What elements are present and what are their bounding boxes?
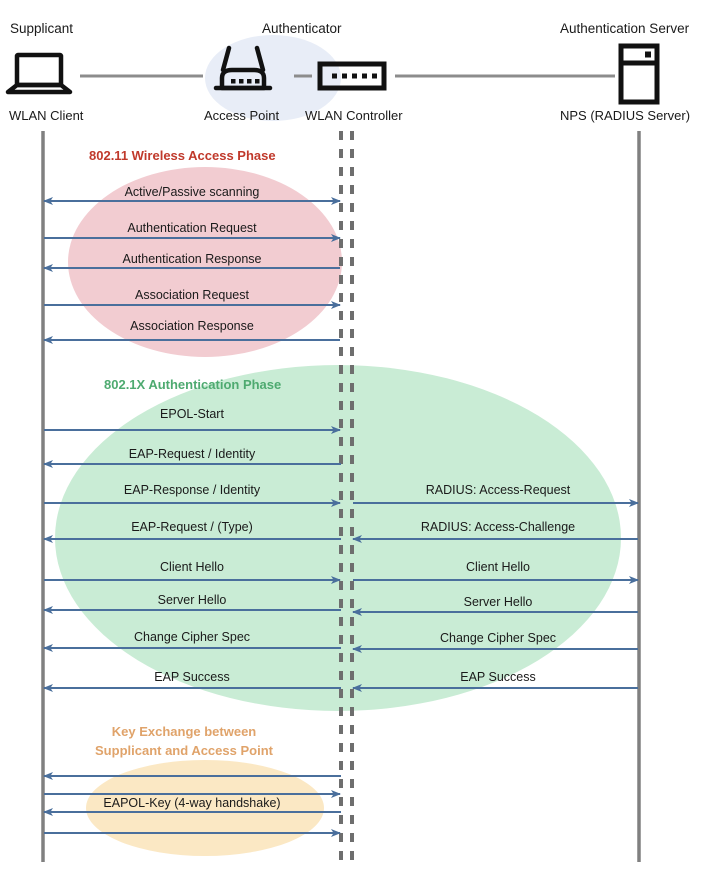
message-label: Active/Passive scanning [125,185,260,199]
header-authentication-server: Authentication Server [560,21,690,36]
message-label: EAP-Request / (Type) [131,520,253,534]
message-label: Change Cipher Spec [440,631,556,645]
message-label: Server Hello [464,595,533,609]
switch-icon [317,61,387,91]
node-label-access-point: Access Point [204,108,280,123]
message-label: EAP-Response / Identity [124,483,261,497]
phase-ellipse-wireless-access [68,167,342,357]
message-label: Authentication Request [127,221,257,235]
message-label: Client Hello [160,560,224,574]
header-supplicant: Supplicant [10,21,73,36]
message-group-wireless-access: Active/Passive scanning Authentication R… [43,185,341,344]
phase-label-key-exchange-line2: Supplicant and Access Point [95,743,274,758]
laptop-icon [5,52,73,95]
message-label: Association Request [135,288,249,302]
phase-label-key-exchange-line1: Key Exchange between [112,724,257,739]
node-label-nps-radius-server: NPS (RADIUS Server) [560,108,690,123]
message-label: Server Hello [158,593,227,607]
node-label-wlan-client: WLAN Client [9,108,84,123]
message-label: Association Response [130,319,254,333]
phase-label-wireless-access: 802.11 Wireless Access Phase [89,148,276,163]
header-authenticator: Authenticator [262,21,342,36]
message-group-dot1x-auth: EPOL-Start EAP-Request / Identity EAP-Re… [43,407,639,692]
message-label: EPOL-Start [160,407,224,421]
message-label: RADIUS: Access-Request [426,483,571,497]
wireless-router-icon [213,45,273,91]
node-label-wlan-controller: WLAN Controller [305,108,403,123]
message-label: EAP Success [154,670,230,684]
phase-label-dot1x-auth: 802.1X Authentication Phase [104,377,281,392]
message-label: Change Cipher Spec [134,630,250,644]
message-label: Authentication Response [123,252,262,266]
authenticator-group-ellipse [205,35,341,121]
message-label: Client Hello [466,560,530,574]
message-group-key-exchange: EAPOL-Key (4-way handshake) [43,772,341,837]
message-label: EAP Success [460,670,536,684]
message-label: EAPOL-Key (4-way handshake) [103,796,280,810]
server-icon [618,43,660,105]
message-label: EAP-Request / Identity [129,447,256,461]
message-label: RADIUS: Access-Challenge [421,520,575,534]
